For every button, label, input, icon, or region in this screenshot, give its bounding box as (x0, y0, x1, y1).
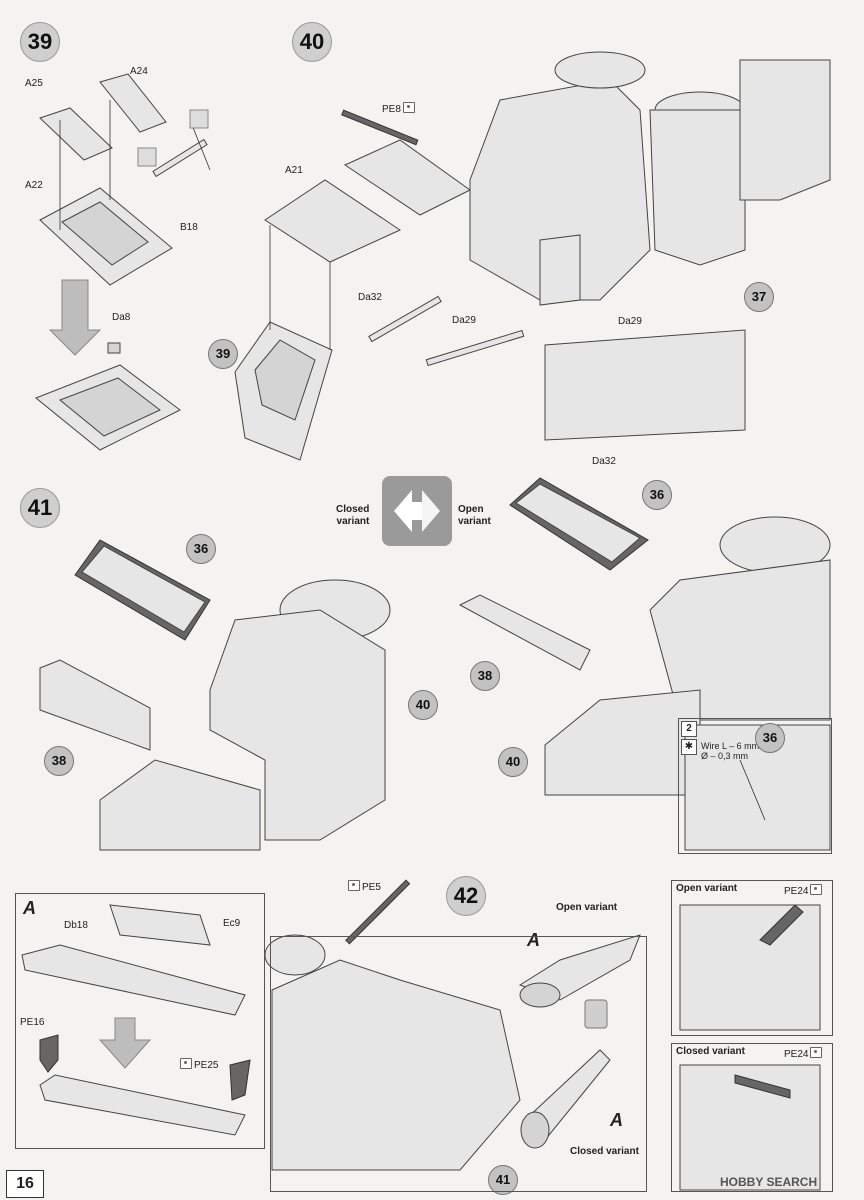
pe25-text: PE25 (194, 1060, 219, 1071)
part-label-a22: A22 (25, 180, 43, 191)
closed-inset-part: PE24 (784, 1047, 824, 1060)
closed-variant-label: Closed variant (336, 504, 370, 527)
photo-etch-icon (180, 1058, 192, 1069)
part-label-da32: Da32 (358, 292, 382, 303)
subassembly-a-drawing (21, 904, 251, 1136)
step42-closed-variant: Closed variant (570, 1146, 639, 1157)
closed-variant-inset: Closed variant PE24 (671, 1043, 833, 1192)
wire-detail-inset: 2 ✱ Wire L – 6 mm Ø – 0,3 mm 36 (678, 718, 832, 854)
subassembly-a-box: A Db18 Ec9 PE16 PE25 (15, 893, 265, 1149)
wire-length: Wire L – 6 mm (701, 741, 760, 751)
open-variant-inset: Open variant PE24 (671, 880, 833, 1036)
part-label-pe8: PE8 (382, 102, 417, 115)
callout-40-closed: 40 (408, 690, 438, 720)
pe24-text: PE24 (784, 886, 809, 897)
step42-frame (270, 936, 647, 1192)
part-label-b18: B18 (180, 222, 198, 233)
closed-inset-title: Closed variant (676, 1046, 745, 1057)
variant-switch-icon (382, 476, 452, 546)
callout-37: 37 (744, 282, 774, 312)
callout-36-closed: 36 (186, 534, 216, 564)
callout-36-open: 36 (642, 480, 672, 510)
pe8-text: PE8 (382, 104, 401, 115)
photo-etch-icon (810, 884, 823, 895)
callout-36-wire: 36 (755, 723, 785, 753)
page-number: 16 (6, 1170, 44, 1198)
step42-letter-a-open: A (527, 930, 540, 950)
open-inset-title: Open variant (676, 883, 738, 894)
photo-etch-icon (402, 102, 415, 113)
step40-drawing (234, 51, 831, 461)
step41-left-drawing (39, 539, 391, 851)
cut-icon: ✱ (681, 739, 697, 755)
wire-step-badge: 2 (681, 721, 697, 737)
step-number-41: 41 (20, 488, 60, 528)
open-variant-label: Open variant (458, 504, 491, 527)
watermark: HOBBY SEARCH (720, 1175, 818, 1189)
part-label-da8: Da8 (112, 312, 131, 323)
part-label-a25: A25 (25, 78, 43, 89)
double-arrow-icon (394, 490, 440, 532)
step41-right-drawing (458, 477, 831, 796)
part-label-da29: Da29 (452, 315, 476, 326)
inset-drawings (679, 724, 831, 1191)
callout-40-open: 40 (498, 747, 528, 777)
callout-38-open: 38 (470, 661, 500, 691)
step42-drawing (264, 879, 641, 1171)
pe24-text: PE24 (784, 1049, 809, 1060)
part-label-pe16: PE16 (20, 1017, 45, 1028)
part-label-da32-detail: Da32 (592, 456, 616, 467)
step-number-42: 42 (446, 876, 486, 916)
step-number-39: 39 (20, 22, 60, 62)
part-label-db18: Db18 (64, 920, 88, 931)
callout-39: 39 (208, 339, 238, 369)
wire-diameter: Ø – 0,3 mm (701, 751, 749, 761)
photo-etch-icon (348, 880, 360, 891)
part-label-a24: A24 (130, 66, 148, 77)
step-number-40: 40 (292, 22, 332, 62)
part-label-ec9: Ec9 (223, 918, 241, 929)
part-label-pe5: PE5 (346, 880, 381, 893)
part-label-pe25: PE25 (178, 1058, 218, 1071)
step39-drawing (35, 73, 211, 451)
part-label-a21: A21 (285, 165, 303, 176)
photo-etch-icon (810, 1047, 823, 1058)
open-inset-part: PE24 (784, 884, 824, 897)
pe5-text: PE5 (362, 882, 381, 893)
subassembly-letter: A (23, 898, 36, 918)
step42-open-variant: Open variant (556, 902, 618, 913)
part-label-da29-detail: Da29 (618, 316, 642, 327)
step42-letter-a-closed: A (610, 1110, 623, 1130)
callout-38-closed: 38 (44, 746, 74, 776)
callout-41: 41 (488, 1165, 518, 1195)
